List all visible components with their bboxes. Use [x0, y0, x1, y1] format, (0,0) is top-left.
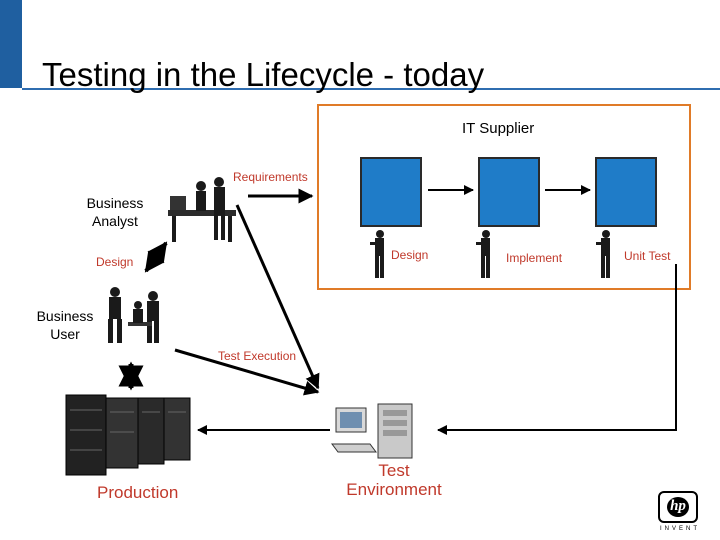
arrow-unit-test-to-test-env — [437, 264, 677, 435]
stage-worker-implement — [476, 230, 490, 278]
label-business-user: Business User — [36, 308, 94, 342]
business-analyst-figures — [168, 177, 236, 242]
it-supplier-label: IT Supplier — [462, 120, 535, 137]
stage-worker-design — [370, 230, 384, 278]
label-design-left: Design — [96, 255, 134, 269]
label-implement-stage: Implement — [506, 251, 563, 265]
slide-title: Testing in the Lifecycle - today — [42, 56, 485, 93]
arrow-analyst-to-test-env — [235, 204, 320, 390]
test-environment-computer — [331, 403, 413, 459]
arrow-design-double — [144, 241, 168, 273]
label-production: Production — [97, 483, 179, 502]
stage-box-unit-test — [595, 157, 657, 227]
hp-logo: hp — [658, 491, 698, 523]
hp-logo-mark: hp — [667, 497, 689, 517]
production-servers — [65, 394, 191, 476]
label-unit-test-stage: Unit Test — [624, 249, 671, 263]
label-business-analyst: Business Analyst — [86, 195, 144, 229]
business-user-figures — [108, 287, 159, 343]
arrow-test-execution — [174, 348, 320, 396]
hp-logo-tagline: INVENT — [660, 526, 701, 532]
label-test-execution: Test Execution — [218, 349, 297, 363]
label-requirements: Requirements — [233, 170, 308, 184]
title-underline — [22, 88, 720, 90]
stage-worker-unit-test — [596, 230, 610, 278]
label-design-stage: Design — [391, 248, 429, 262]
stage-box-implement — [478, 157, 540, 227]
stage-box-design — [360, 157, 422, 227]
label-test-environment: Test Environment — [346, 461, 442, 499]
it-supplier-box — [317, 104, 691, 290]
title-accent-bar — [0, 0, 22, 88]
